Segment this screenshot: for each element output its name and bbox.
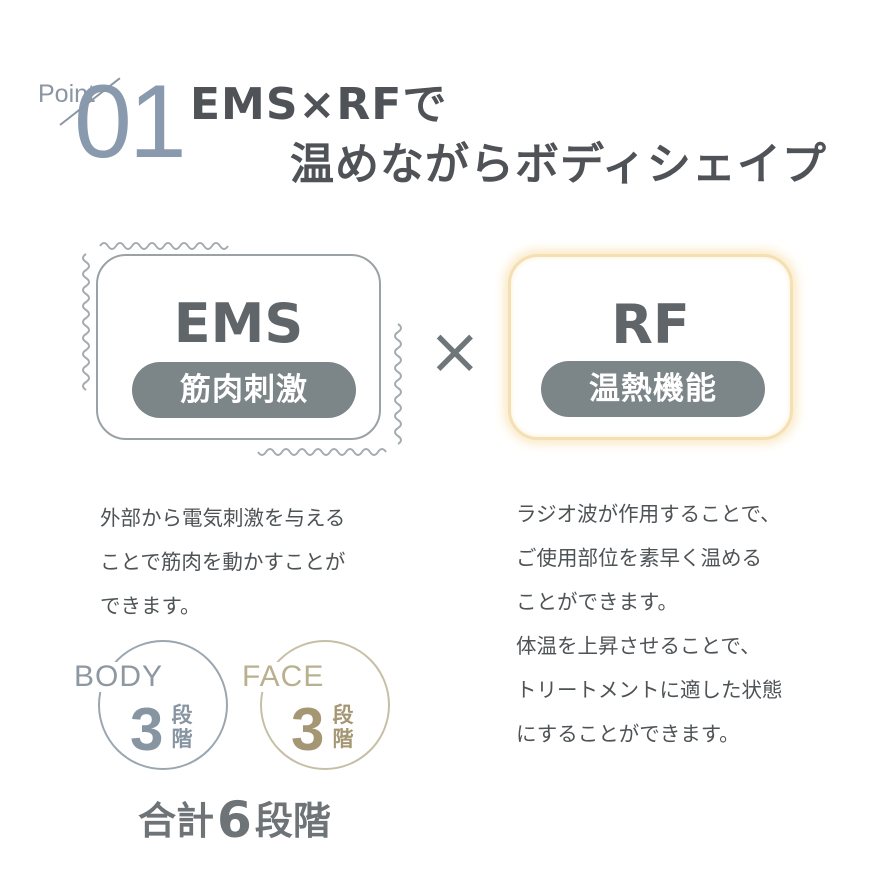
headline-line-2: 温めながらボディシェイプ xyxy=(290,139,827,190)
ems-description: 外部から電気刺激を与える ことで筋肉を動かすことが できます。 xyxy=(100,496,345,628)
ems-description-line: 外部から電気刺激を与える xyxy=(100,506,346,530)
headline-line-1: EMS×RFで xyxy=(190,79,448,130)
rf-description-line: ことができます。 xyxy=(516,590,678,614)
face-level-circle xyxy=(260,640,390,770)
point-number: 01 xyxy=(74,64,187,180)
body-level-circle xyxy=(98,640,228,770)
times-symbol: × xyxy=(428,315,482,389)
rf-pill: 温熱機能 xyxy=(541,361,765,417)
face-unit-char: 階 xyxy=(332,727,354,751)
face-unit-char: 段 xyxy=(332,703,354,727)
rf-description-line: 体温を上昇させることで、 xyxy=(516,634,761,658)
ems-heading: EMS xyxy=(173,292,304,355)
body-unit-char: 階 xyxy=(171,727,193,751)
ems-wave-decoration xyxy=(82,242,402,456)
rf-description: ラジオ波が作用することで、 ご使用部位を素早く温める ことができます。 体温を上… xyxy=(516,492,783,756)
body-label: BODY xyxy=(74,660,164,693)
total-prefix: 合計 xyxy=(138,799,215,843)
ems-description-line: できます。 xyxy=(100,594,201,618)
ems-card: EMS 筋肉刺激 xyxy=(96,254,381,440)
body-unit-char: 段 xyxy=(171,703,193,727)
face-level-count: 3 xyxy=(291,696,325,763)
rf-description-line: ラジオ波が作用することで、 xyxy=(516,502,781,526)
face-level-unit: 段 階 xyxy=(331,703,355,751)
rf-description-line: トリートメントに適した状態 xyxy=(516,678,783,702)
rf-description-line: にすることができます。 xyxy=(516,722,740,746)
total-count: 6 xyxy=(217,791,252,849)
total-suffix: 段階 xyxy=(254,799,331,843)
body-level-unit: 段 階 xyxy=(170,703,194,751)
body-level-count: 3 xyxy=(130,696,164,763)
rf-description-line: ご使用部位を素早く温める xyxy=(516,546,762,570)
rf-card: RF 温熱機能 xyxy=(508,254,793,440)
total-levels: 合計6段階 xyxy=(138,790,331,849)
ems-pill: 筋肉刺激 xyxy=(132,362,356,418)
ems-description-line: ことで筋肉を動かすことが xyxy=(100,550,346,574)
face-label: FACE xyxy=(242,660,325,693)
rf-heading: RF xyxy=(611,293,690,356)
